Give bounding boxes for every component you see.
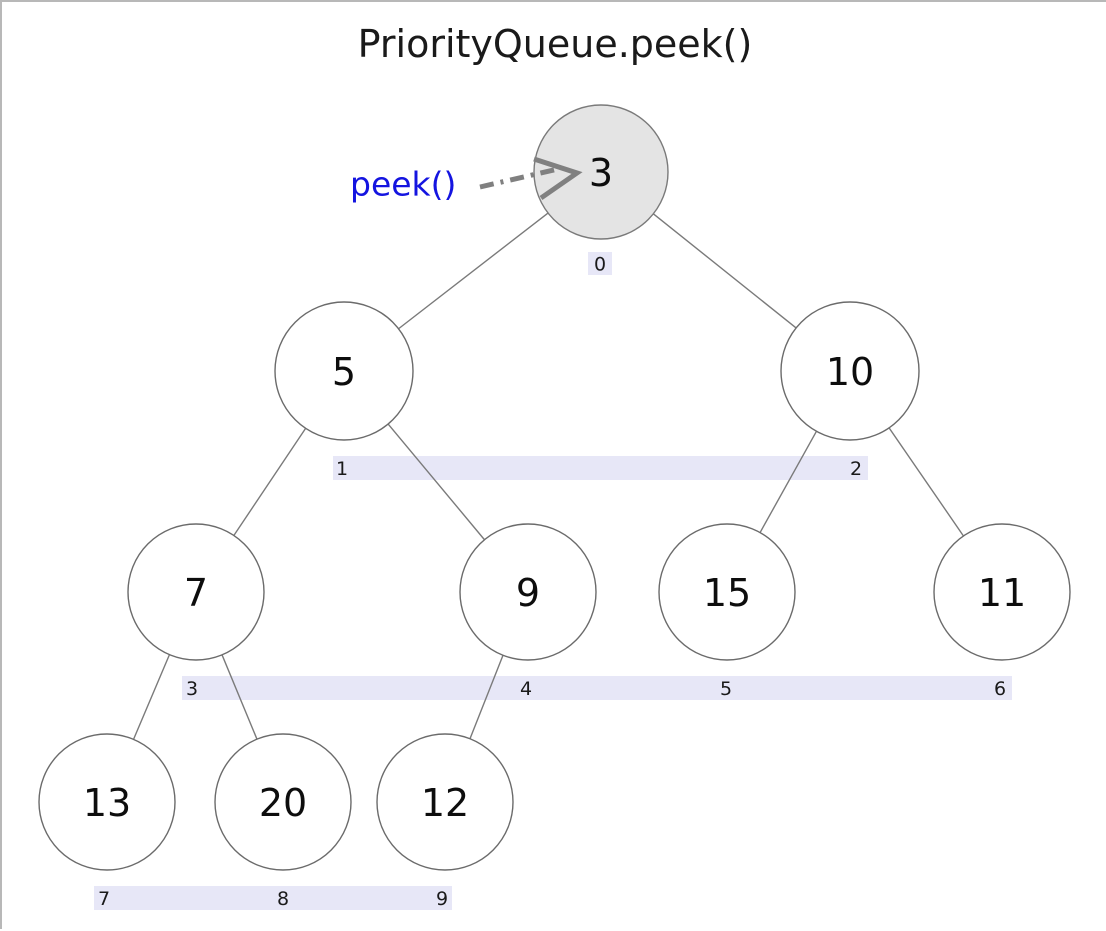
index-band [182, 676, 1012, 700]
tree-edge [387, 423, 486, 541]
node-circle-highlighted [533, 104, 669, 240]
node-circle [658, 523, 796, 661]
index-band [94, 886, 452, 910]
node-index-label: 6 [994, 678, 1006, 700]
tree-edge [221, 654, 258, 740]
node-index-label: 3 [186, 678, 198, 700]
tree-node[interactable]: 5 [274, 301, 414, 441]
tree-node[interactable]: 3 [533, 104, 669, 240]
node-index-label: 4 [520, 678, 532, 700]
node-value-label: 20 [259, 781, 307, 825]
tree-edges-layer [132, 212, 965, 740]
tree-edge [132, 654, 171, 740]
page-title: PriorityQueue.peek() [357, 22, 753, 66]
tree-node[interactable]: 7 [127, 523, 265, 661]
node-value-label: 12 [421, 781, 469, 825]
node-value-label: 13 [83, 781, 131, 825]
index-band [333, 456, 868, 480]
node-value-label: 15 [703, 571, 751, 615]
tree-node[interactable]: 9 [459, 523, 597, 661]
node-index-label: 7 [98, 888, 110, 910]
peek-arrow-head-icon [533, 156, 583, 201]
peek-callout-label: peek() [350, 165, 456, 204]
tree-node[interactable]: 12 [376, 733, 514, 871]
tree-edge [398, 212, 549, 330]
node-circle [376, 733, 514, 871]
tree-edge [233, 427, 307, 536]
node-value-label: 9 [516, 571, 540, 615]
node-circle [933, 523, 1071, 661]
node-circle [459, 523, 597, 661]
node-index-label: 2 [850, 458, 862, 480]
node-value-label: 10 [826, 350, 874, 394]
tree-edge [759, 430, 818, 533]
node-index-label: 8 [277, 888, 289, 910]
node-circle [214, 733, 352, 871]
tree-node[interactable]: 11 [933, 523, 1071, 661]
node-value-label: 7 [184, 571, 208, 615]
node-circle [780, 301, 920, 441]
tree-edge [469, 654, 504, 740]
tree-node[interactable]: 13 [38, 733, 176, 871]
index-band [588, 252, 612, 275]
peek-callout-layer: peek() [350, 156, 583, 204]
node-circle [127, 523, 265, 661]
node-index-label: 5 [720, 678, 732, 700]
node-value-label: 3 [589, 151, 613, 195]
node-value-label: 11 [978, 571, 1026, 615]
tree-edge [888, 427, 965, 537]
node-circle [38, 733, 176, 871]
node-value-label: 5 [332, 350, 356, 394]
index-bands-layer [94, 252, 1012, 910]
tree-node[interactable]: 10 [780, 301, 920, 441]
node-index-label: 1 [336, 458, 348, 480]
tree-node[interactable]: 20 [214, 733, 352, 871]
peek-arrow-line [479, 166, 559, 190]
tree-edge [652, 213, 797, 329]
tree-node[interactable]: 15 [658, 523, 796, 661]
node-circle [274, 301, 414, 441]
node-index-label: 0 [594, 254, 606, 276]
node-index-label: 9 [436, 888, 448, 910]
